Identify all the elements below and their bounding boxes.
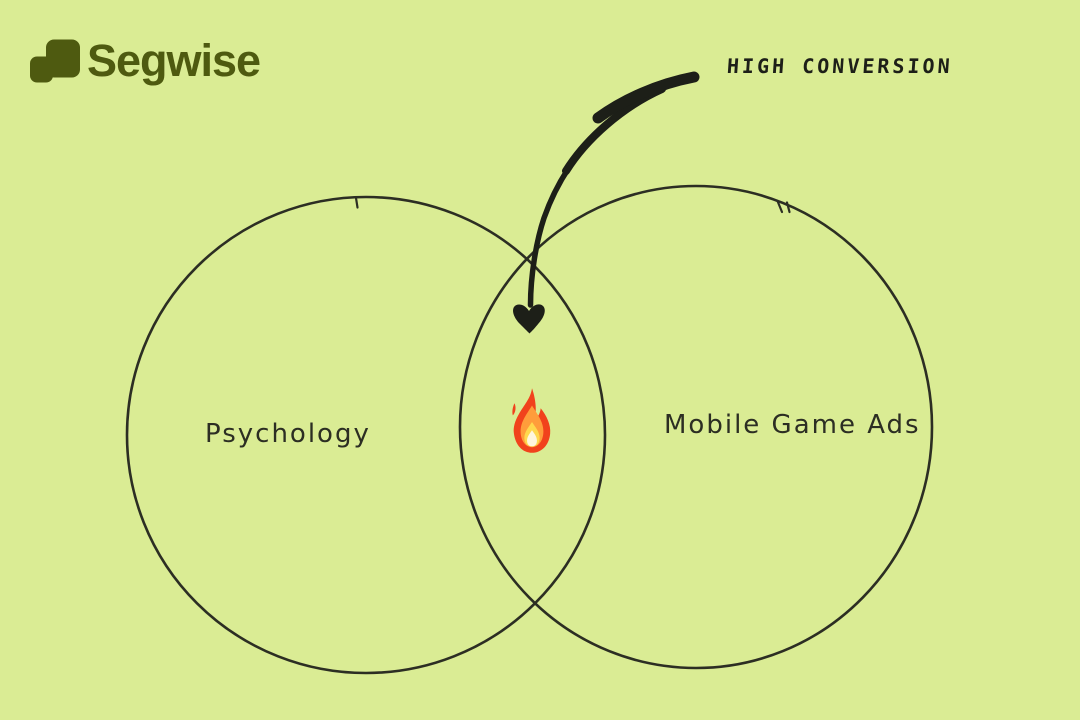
fire-icon [512, 388, 551, 453]
pen-tick-right-circle [776, 199, 791, 214]
annotation-arrow [513, 71, 700, 334]
brand-wordmark: Segwise [87, 35, 261, 86]
mobile-game-ads-label: Mobile Game Ads [664, 410, 921, 440]
left-circle [125, 195, 607, 675]
segwise-logo: Segwise [30, 35, 261, 86]
segwise-logo-icon [30, 39, 80, 82]
arrowhead-icon [513, 304, 545, 334]
psychology-label: Psychology [205, 419, 371, 449]
pen-tick-left-circle [354, 196, 359, 209]
right-circle [458, 184, 934, 670]
